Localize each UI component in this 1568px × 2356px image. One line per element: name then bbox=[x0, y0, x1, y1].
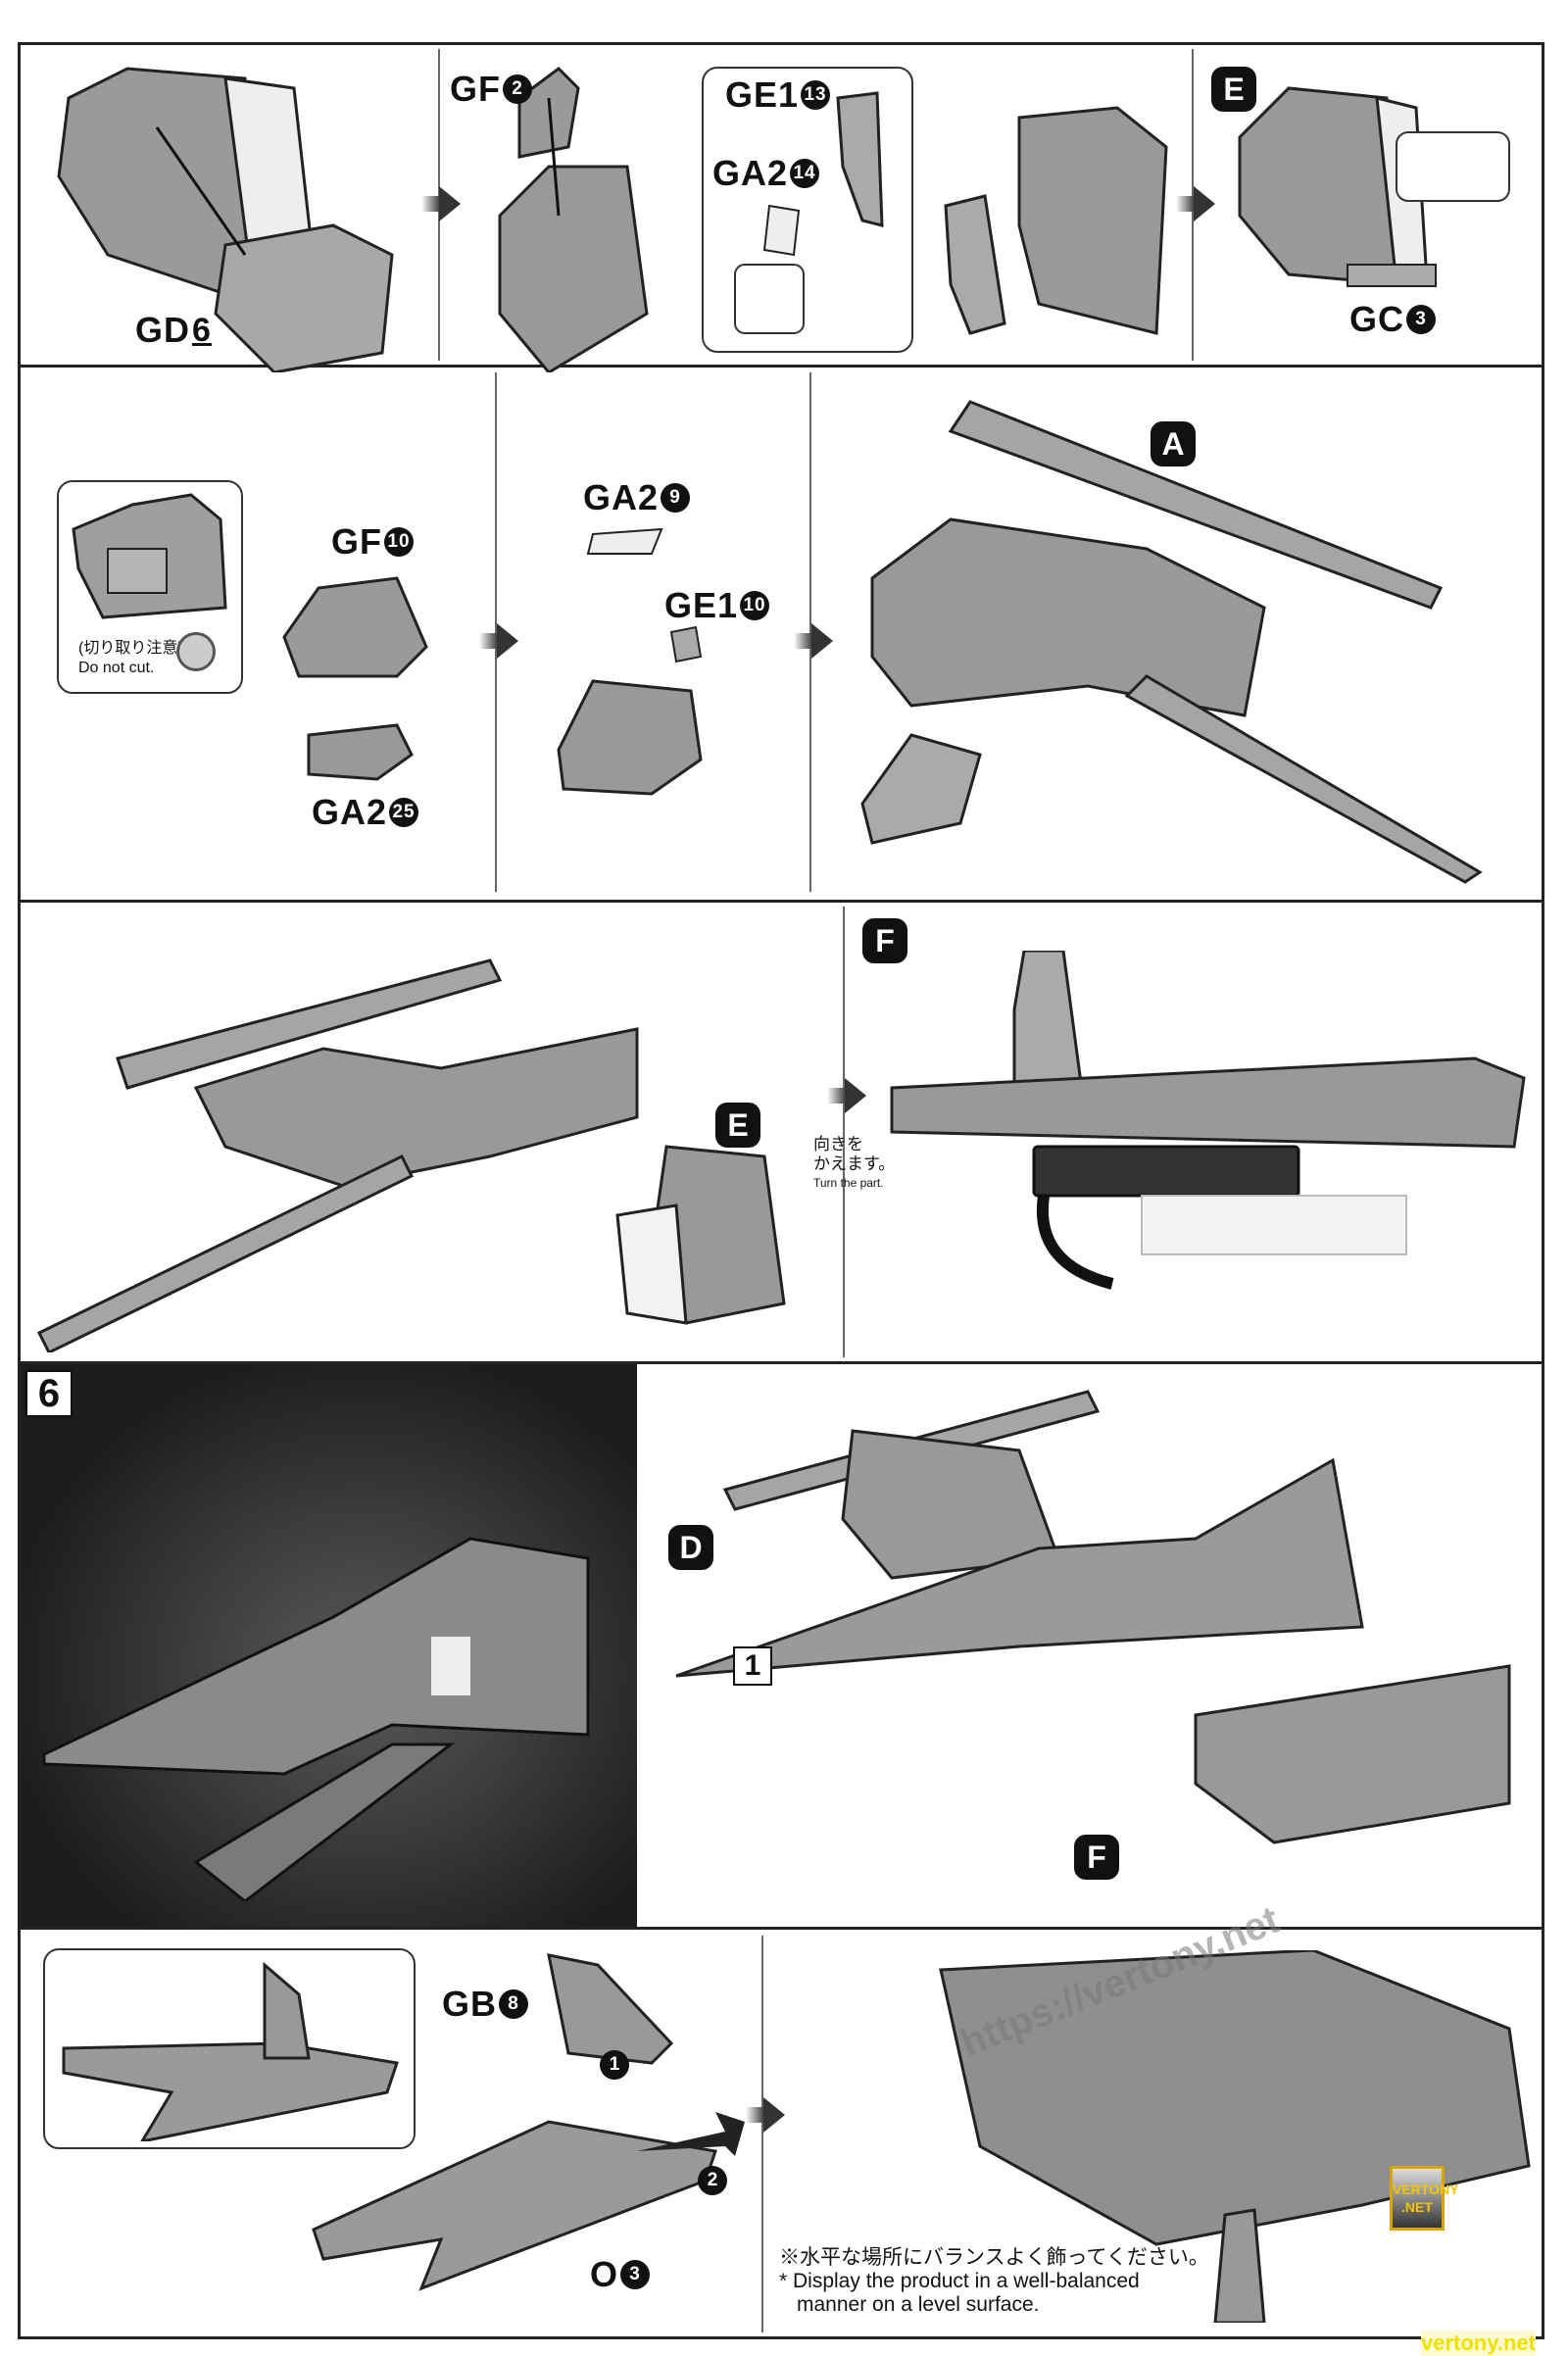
row-divider bbox=[18, 1927, 1544, 1930]
panel-divider bbox=[761, 1936, 763, 2332]
assembly-badge-e: E bbox=[1211, 67, 1256, 112]
turn-text-jp: かえます。 bbox=[813, 1154, 896, 1173]
shield-part-illustration bbox=[1238, 86, 1510, 287]
step-arrow-icon bbox=[1176, 186, 1215, 221]
panel-divider bbox=[495, 372, 497, 892]
assembly-badge-e: E bbox=[715, 1103, 760, 1148]
part-number: 6 bbox=[192, 311, 212, 349]
row-divider bbox=[18, 900, 1544, 903]
caution-text-en: Do not cut. bbox=[78, 660, 155, 676]
part-number: 10 bbox=[384, 527, 414, 557]
shield-part-illustration bbox=[615, 1145, 786, 1325]
part-code: GF bbox=[331, 521, 382, 562]
step-arrow-icon bbox=[421, 186, 461, 221]
part-code: GA2 bbox=[312, 792, 388, 832]
display-note-en: manner on a level surface. bbox=[797, 2293, 1040, 2316]
part-code: GF bbox=[450, 69, 501, 109]
watermark-footer: vertony.net bbox=[1421, 2331, 1536, 2356]
shield-part-illustration bbox=[57, 67, 394, 372]
part-illustration bbox=[557, 527, 703, 796]
step-arrow-icon bbox=[827, 1078, 866, 1113]
caution-text-jp: (切り取り注意) bbox=[78, 640, 183, 657]
step-marker-2: 2 bbox=[698, 2166, 727, 2195]
step-arrow-icon bbox=[746, 2097, 785, 2133]
display-note-jp: ※水平な場所にバランスよく飾ってください。 bbox=[779, 2246, 1209, 2269]
booster-unit-illustration bbox=[860, 400, 1483, 884]
step-arrow-icon bbox=[794, 623, 833, 659]
part-box-1: 1 bbox=[733, 1646, 772, 1686]
assembly-badge-f: F bbox=[862, 918, 907, 963]
shield-part-illustration bbox=[498, 67, 649, 372]
turn-text-jp: 向きを bbox=[813, 1135, 863, 1153]
panel-divider bbox=[809, 372, 811, 892]
no-cut-icon bbox=[176, 632, 216, 671]
stand-illustration bbox=[62, 1961, 399, 2141]
part-number: 10 bbox=[740, 591, 770, 620]
step-marker-1: 1 bbox=[600, 2050, 629, 2080]
booster-unit-illustration bbox=[890, 951, 1526, 1290]
display-note-en: * Display the product in a well-balanced bbox=[779, 2270, 1140, 2292]
part-code: GE1 bbox=[725, 74, 800, 115]
assembly-badge-d: D bbox=[668, 1525, 713, 1570]
part-code: O bbox=[590, 2254, 619, 2294]
page-frame bbox=[18, 42, 1544, 2339]
completed-model-illustration bbox=[42, 1537, 590, 1901]
part-code: GA2 bbox=[583, 477, 660, 517]
row-divider bbox=[18, 365, 1544, 368]
part-illustration bbox=[282, 576, 428, 781]
stand-mounted-model-illustration bbox=[939, 1950, 1531, 2323]
part-number: 13 bbox=[801, 80, 831, 110]
step-arrow-icon bbox=[479, 623, 518, 659]
part-number: 25 bbox=[389, 798, 419, 827]
turn-text-en: Turn the part. bbox=[813, 1176, 884, 1190]
part-number: 2 bbox=[503, 74, 532, 104]
part-illustration bbox=[734, 91, 1168, 335]
booster-unit-illustration bbox=[36, 958, 639, 1352]
part-detail-illustration bbox=[72, 493, 227, 619]
part-code: GC bbox=[1349, 299, 1404, 339]
row-divider bbox=[18, 1361, 1544, 1364]
part-number: 3 bbox=[1406, 305, 1436, 334]
panel-divider bbox=[843, 907, 845, 1357]
assembly-illustration bbox=[675, 1390, 1511, 1844]
part-code: GE1 bbox=[664, 585, 739, 625]
step-number: 6 bbox=[25, 1370, 73, 1417]
watermark-logo: VERTONY .NET bbox=[1390, 2166, 1458, 2231]
assembly-badge-f: F bbox=[1074, 1835, 1119, 1880]
assembly-badge-a: A bbox=[1151, 421, 1196, 466]
part-number: 8 bbox=[499, 1989, 528, 2019]
stand-assembly-illustration bbox=[312, 1953, 745, 2291]
part-number: 3 bbox=[620, 2260, 651, 2289]
part-code: GB bbox=[442, 1984, 497, 2024]
part-number: 14 bbox=[790, 159, 820, 188]
part-code: GD bbox=[135, 310, 190, 350]
part-number: 9 bbox=[661, 483, 691, 513]
part-code: GA2 bbox=[712, 153, 789, 193]
